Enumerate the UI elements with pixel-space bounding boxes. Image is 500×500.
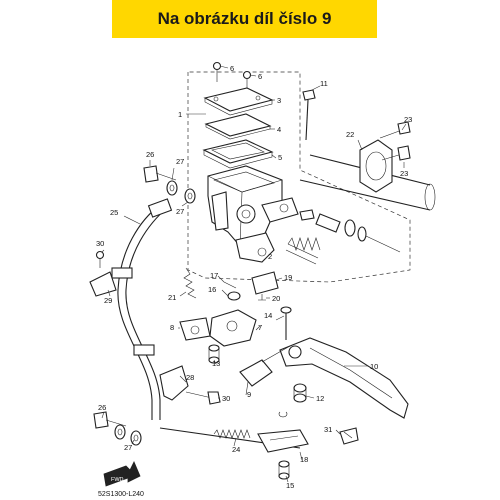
callout-18: 18 [300, 455, 308, 464]
piston-kit [285, 209, 401, 265]
cable-bracket [159, 365, 221, 405]
piston-spring [287, 237, 321, 251]
assembly-outline [187, 71, 411, 283]
washer-upper-2 [184, 188, 196, 204]
master-cylinder-body [207, 165, 299, 263]
callout-3: 3 [277, 96, 281, 105]
callout-11: 11 [320, 79, 328, 88]
callout-26b: 26 [98, 403, 106, 412]
callout-7: 7 [258, 323, 262, 332]
callout-30a: 30 [96, 239, 104, 248]
callout-27a: 27 [176, 157, 184, 166]
callout-26a: 26 [146, 150, 154, 159]
callout-8: 8 [170, 323, 174, 332]
hose-clamp [89, 250, 117, 297]
union-bolt-upper [143, 165, 177, 183]
bushing [208, 344, 220, 364]
clutch-lever [279, 337, 409, 419]
callout-labels: 1 2 3 4 5 6 6 7 8 9 10 11 12 13 14 15 16… [96, 64, 412, 490]
callout-23a: 23 [404, 115, 412, 124]
callout-12: 12 [316, 394, 324, 403]
callout-15: 15 [286, 481, 294, 490]
lever-holder [179, 309, 257, 347]
pin-17 [223, 281, 237, 289]
callout-21: 21 [168, 293, 176, 302]
washer-upper-1 [166, 180, 178, 196]
callout-24: 24 [232, 445, 240, 454]
callout-22: 22 [346, 130, 354, 139]
holder-bolt-lower [381, 145, 411, 161]
callout-25: 25 [110, 208, 118, 217]
fwd-arrow-icon: FWD [103, 461, 141, 487]
fwd-label: FWD [111, 477, 124, 483]
callout-5: 5 [278, 153, 282, 162]
banner-title: Na obrázku díl číslo 9 [157, 9, 332, 28]
callout-29: 29 [104, 296, 112, 305]
callout-13: 13 [212, 359, 220, 368]
callout-1: 1 [178, 110, 182, 119]
callout-9: 9 [247, 390, 251, 399]
switch-screw [258, 294, 266, 301]
callout-23b: 23 [400, 169, 408, 178]
callout-10: 10 [370, 362, 378, 371]
callout-30b: 30 [222, 394, 230, 403]
switch-body [251, 271, 279, 295]
callout-6b: 6 [258, 72, 262, 81]
callout-27c: 27 [124, 443, 132, 452]
leader-lines [101, 65, 407, 483]
callout-17: 17 [210, 271, 218, 280]
cable-adjuster [239, 345, 291, 396]
clutch-switch [257, 429, 309, 453]
switch-pin [302, 89, 316, 141]
switch-boot [278, 460, 290, 480]
callout-28: 28 [186, 373, 194, 382]
cable-clip [339, 427, 359, 445]
callout-6a: 6 [230, 64, 234, 73]
callout-27b: 27 [176, 207, 184, 216]
handlebar-holder [359, 139, 393, 193]
diagram-code: 52S1300-L240 [98, 491, 144, 498]
callout-2: 2 [268, 252, 272, 261]
callout-31: 31 [324, 425, 332, 434]
callout-19: 19 [284, 273, 292, 282]
pivot-collar [293, 383, 307, 403]
union-bolt-lower [93, 411, 127, 429]
callout-14: 14 [264, 311, 272, 320]
washer-lower-1 [114, 424, 126, 440]
callout-16: 16 [208, 285, 216, 294]
header-banner: Na obrázku díl číslo 9 [112, 0, 377, 38]
holder-bolt-upper [379, 121, 411, 139]
return-spring [183, 267, 197, 299]
callout-4: 4 [277, 125, 281, 134]
circlip [278, 411, 288, 418]
lever-pivot-bolt [280, 306, 292, 340]
o-ring-16 [227, 291, 241, 301]
brake-hose [111, 198, 173, 420]
cap-plate [204, 113, 272, 137]
callout-20: 20 [272, 294, 280, 303]
